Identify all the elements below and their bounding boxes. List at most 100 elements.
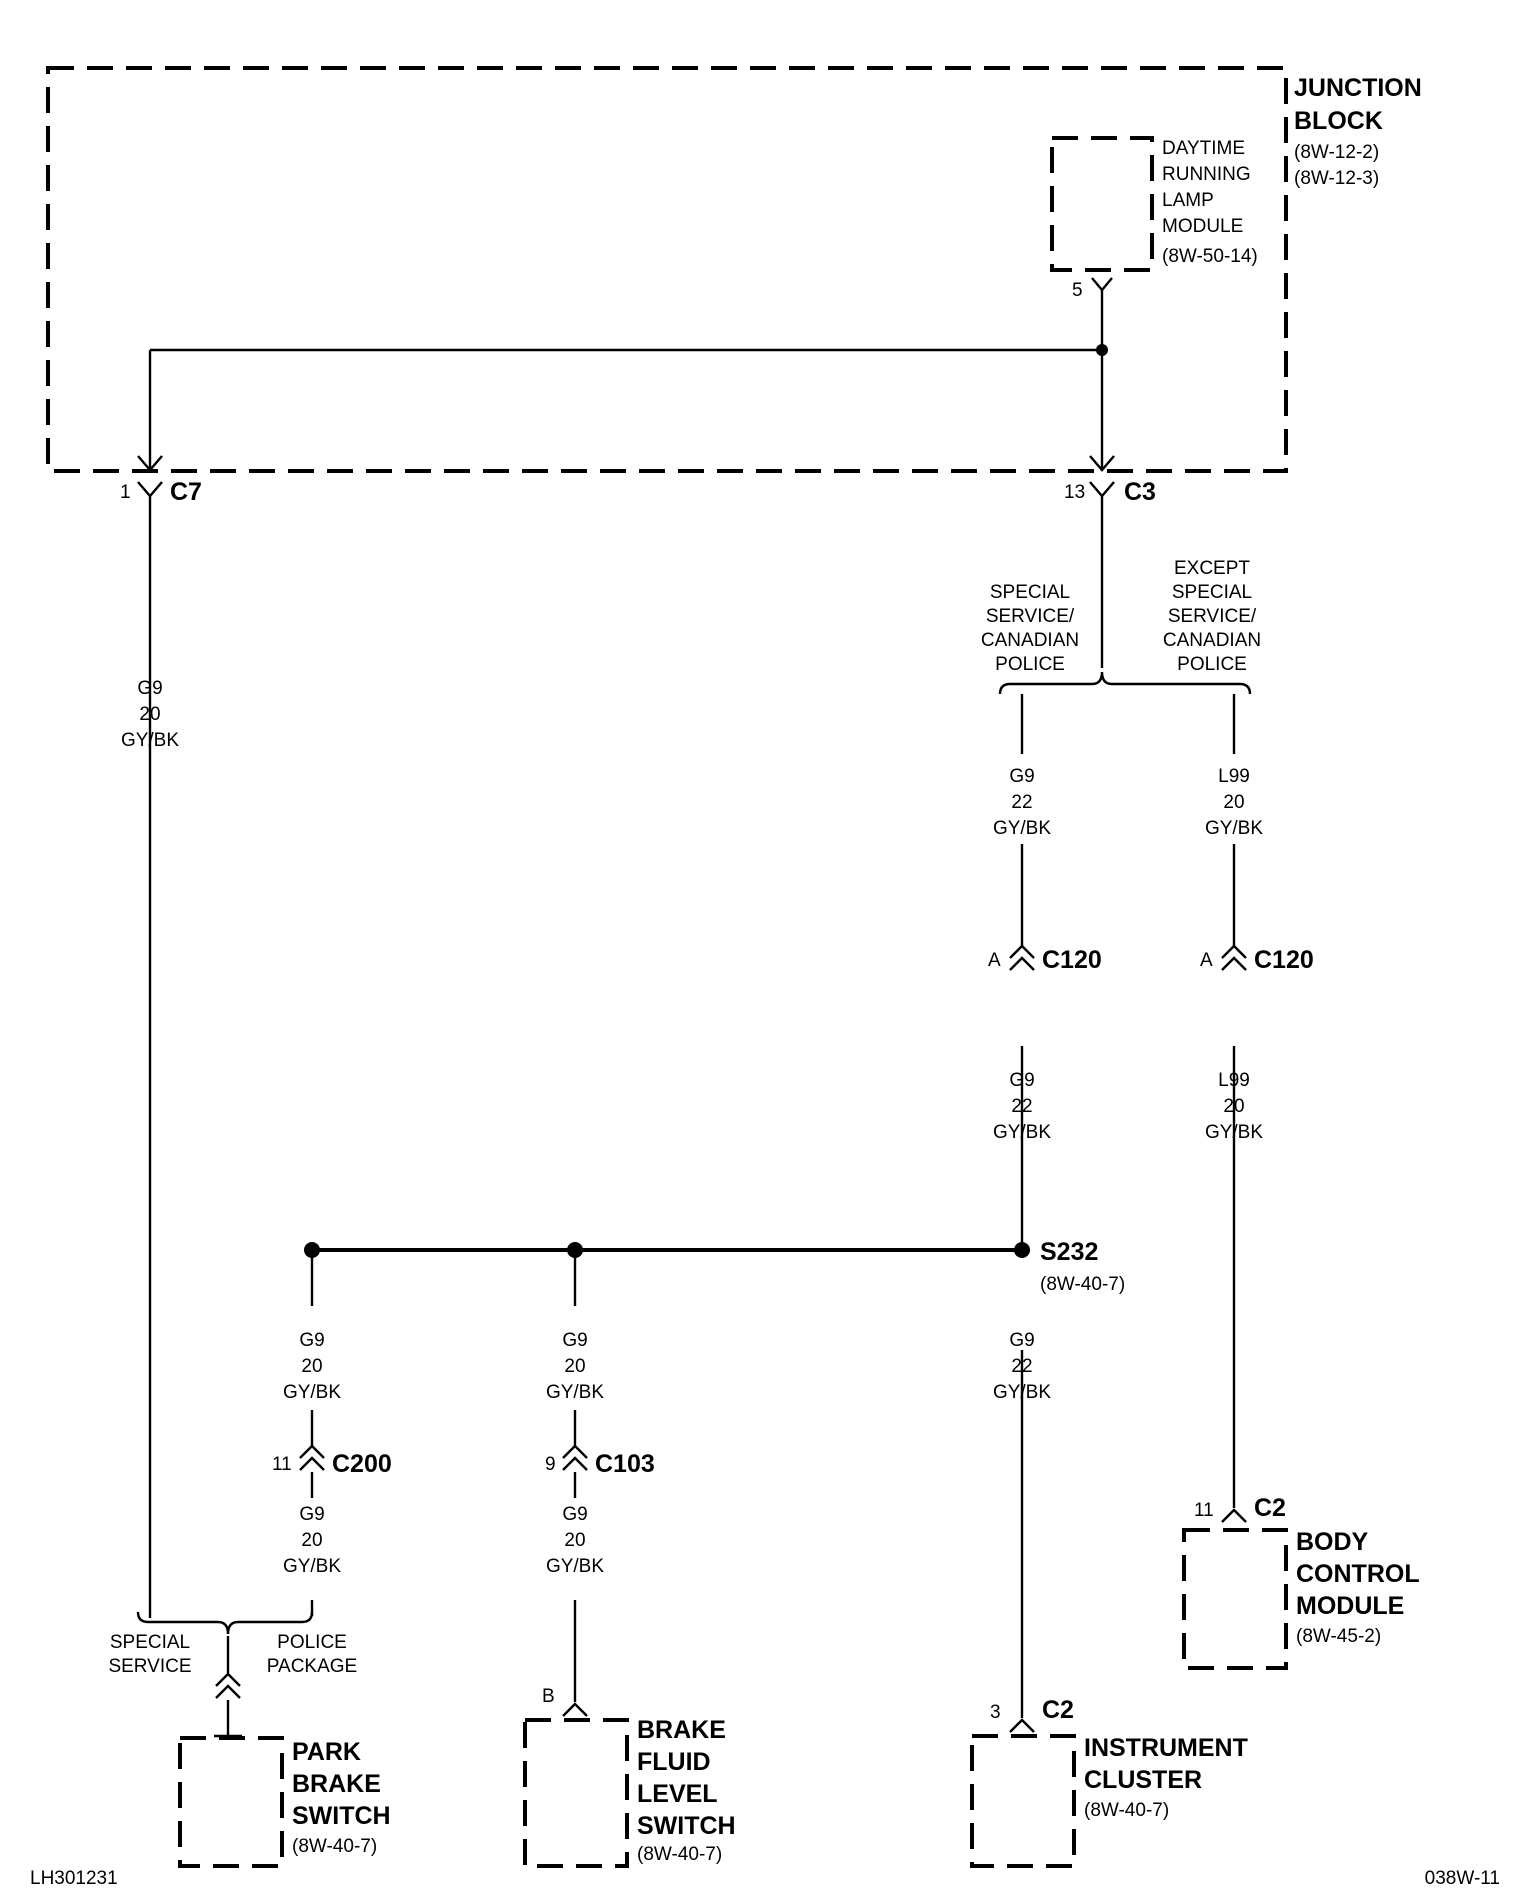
w7-color: GY/BK xyxy=(546,1382,604,1403)
park-brake-connector xyxy=(215,1672,241,1699)
option-except-line-3: SERVICE/ xyxy=(1168,606,1257,627)
drl-module-outline xyxy=(1050,136,1154,272)
brake-fluid-line-2: FLUID xyxy=(637,1748,711,1776)
option-ss-canadian-police: SPECIAL SERVICE/ CANADIAN POLICE xyxy=(981,582,1079,675)
w9-gauge: 20 xyxy=(301,1530,322,1551)
c7-pin: 1 xyxy=(120,482,131,503)
junction-block-ref-1: (8W-12-2) xyxy=(1294,142,1379,163)
junction-internal-wire xyxy=(148,348,1104,468)
wire-label-w3: L99 20 GY/BK xyxy=(1205,766,1263,839)
w1-circuit: G9 xyxy=(137,678,162,699)
option-police-package: POLICE PACKAGE xyxy=(267,1632,357,1677)
w5-gauge: 20 xyxy=(1223,1096,1244,1117)
w9-color: GY/BK xyxy=(283,1556,341,1577)
park-brake-ref: (8W-40-7) xyxy=(292,1836,377,1857)
wire-label-w9: G9 20 GY/BK xyxy=(283,1504,341,1577)
w3-color: GY/BK xyxy=(1205,818,1263,839)
wire-label-w8: G9 22 GY/BK xyxy=(993,1330,1051,1403)
instrument-cluster-label: INSTRUMENT CLUSTER (8W-40-7) xyxy=(1084,1734,1248,1821)
junction-block-name-1: JUNCTION xyxy=(1294,74,1422,102)
c3-name: C3 xyxy=(1124,478,1156,506)
drl-module-line-3: LAMP xyxy=(1162,190,1214,211)
brake-fluid-ref: (8W-40-7) xyxy=(637,1844,722,1865)
wire-label-w2: G9 22 GY/BK xyxy=(993,766,1051,839)
ic-c2-connector xyxy=(1009,1718,1035,1733)
instrument-cluster-outline xyxy=(970,1734,1076,1868)
w8-circuit: G9 xyxy=(1009,1330,1034,1351)
brake-fluid-switch-label: BRAKE FLUID LEVEL SWITCH (8W-40-7) xyxy=(637,1716,736,1865)
bcm-line-1: BODY xyxy=(1296,1528,1369,1556)
bfls-connector xyxy=(562,1702,588,1717)
splice-s232-name: S232 xyxy=(1040,1238,1098,1266)
option-ss-line-2: SERVICE/ xyxy=(986,606,1075,627)
bcm-line-3: MODULE xyxy=(1296,1592,1404,1620)
w5-circuit: L99 xyxy=(1218,1070,1250,1091)
w10-gauge: 20 xyxy=(564,1530,585,1551)
w10-color: GY/BK xyxy=(546,1556,604,1577)
drl-module-label: DAYTIME RUNNING LAMP MODULE (8W-50-14) xyxy=(1162,138,1258,267)
w2-color: GY/BK xyxy=(993,818,1051,839)
park-brake-line-2: BRAKE xyxy=(292,1770,381,1798)
wire-label-w10: G9 20 GY/BK xyxy=(546,1504,604,1577)
ic-c2-name: C2 xyxy=(1042,1696,1074,1724)
bcm-c2-name: C2 xyxy=(1254,1494,1286,1522)
w8-color: GY/BK xyxy=(993,1382,1051,1403)
c120-left-name: C120 xyxy=(1042,946,1102,974)
w2-gauge: 22 xyxy=(1011,792,1032,813)
c120-left-pin: A xyxy=(988,950,1001,971)
w6-gauge: 20 xyxy=(301,1356,322,1377)
w10-circuit: G9 xyxy=(562,1504,587,1525)
splice-s232-ref: (8W-40-7) xyxy=(1040,1274,1125,1295)
c120-right-pin: A xyxy=(1200,950,1213,971)
w1-gauge: 20 xyxy=(139,704,160,725)
option-police-package-line-2: PACKAGE xyxy=(267,1656,357,1677)
drl-pin-label: 5 xyxy=(1072,280,1083,301)
bcm-label: BODY CONTROL MODULE (8W-45-2) xyxy=(1296,1528,1420,1647)
option-special-service-line-2: SERVICE xyxy=(108,1656,191,1677)
c3-arrow xyxy=(1089,455,1115,472)
w9-circuit: G9 xyxy=(299,1504,324,1525)
w7-gauge: 20 xyxy=(564,1356,585,1377)
junction-block-label: JUNCTION BLOCK (8W-12-2) (8W-12-3) xyxy=(1294,74,1422,189)
ic-line-2: CLUSTER xyxy=(1084,1766,1202,1794)
c7-name: C7 xyxy=(170,478,202,506)
option-ss-line-3: CANADIAN xyxy=(981,630,1079,651)
w7-circuit: G9 xyxy=(562,1330,587,1351)
w2-circuit: G9 xyxy=(1009,766,1034,787)
w3-circuit: L99 xyxy=(1218,766,1250,787)
ic-line-1: INSTRUMENT xyxy=(1084,1734,1248,1762)
w6-circuit: G9 xyxy=(299,1330,324,1351)
drl-module-line-2: RUNNING xyxy=(1162,164,1251,185)
park-brake-option-bracket xyxy=(136,1611,314,1635)
c103-pin: 9 xyxy=(545,1454,556,1475)
drl-module-line-1: DAYTIME xyxy=(1162,138,1245,159)
option-ss-line-1: SPECIAL xyxy=(990,582,1070,603)
c200-connector xyxy=(299,1444,325,1471)
wire-label-w7: G9 20 GY/BK xyxy=(546,1330,604,1403)
junction-internal-splice xyxy=(1096,344,1108,356)
c3-connector xyxy=(1089,481,1115,668)
park-brake-line-3: SWITCH xyxy=(292,1802,391,1830)
bfls-pin: B xyxy=(542,1686,555,1707)
w5-color: GY/BK xyxy=(1205,1122,1263,1143)
w4-circuit: G9 xyxy=(1009,1070,1034,1091)
c7-connector xyxy=(137,481,163,1618)
bcm-outline xyxy=(1182,1528,1288,1670)
park-brake-switch-label: PARK BRAKE SWITCH (8W-40-7) xyxy=(292,1738,391,1857)
wire-label-w1: G9 20 GY/BK xyxy=(121,678,179,751)
c120-left-connector xyxy=(1009,944,1035,971)
footer-left-code: LH301231 xyxy=(30,1868,118,1889)
w4-color: GY/BK xyxy=(993,1122,1051,1143)
c200-pin: 11 xyxy=(272,1454,292,1475)
option-special-service-line-1: SPECIAL xyxy=(110,1632,190,1653)
wire-label-w4: G9 22 GY/BK xyxy=(993,1070,1051,1143)
c103-connector xyxy=(562,1444,588,1471)
option-except-line-2: SPECIAL xyxy=(1172,582,1252,603)
option-except-ss-canadian-police: EXCEPT SPECIAL SERVICE/ CANADIAN POLICE xyxy=(1163,558,1261,675)
w8-gauge: 22 xyxy=(1011,1356,1032,1377)
w1-color: GY/BK xyxy=(121,730,179,751)
c120-right-name: C120 xyxy=(1254,946,1314,974)
option-police-package-line-1: POLICE xyxy=(277,1632,347,1653)
w6-color: GY/BK xyxy=(283,1382,341,1403)
drl-module-line-4: MODULE xyxy=(1162,216,1243,237)
